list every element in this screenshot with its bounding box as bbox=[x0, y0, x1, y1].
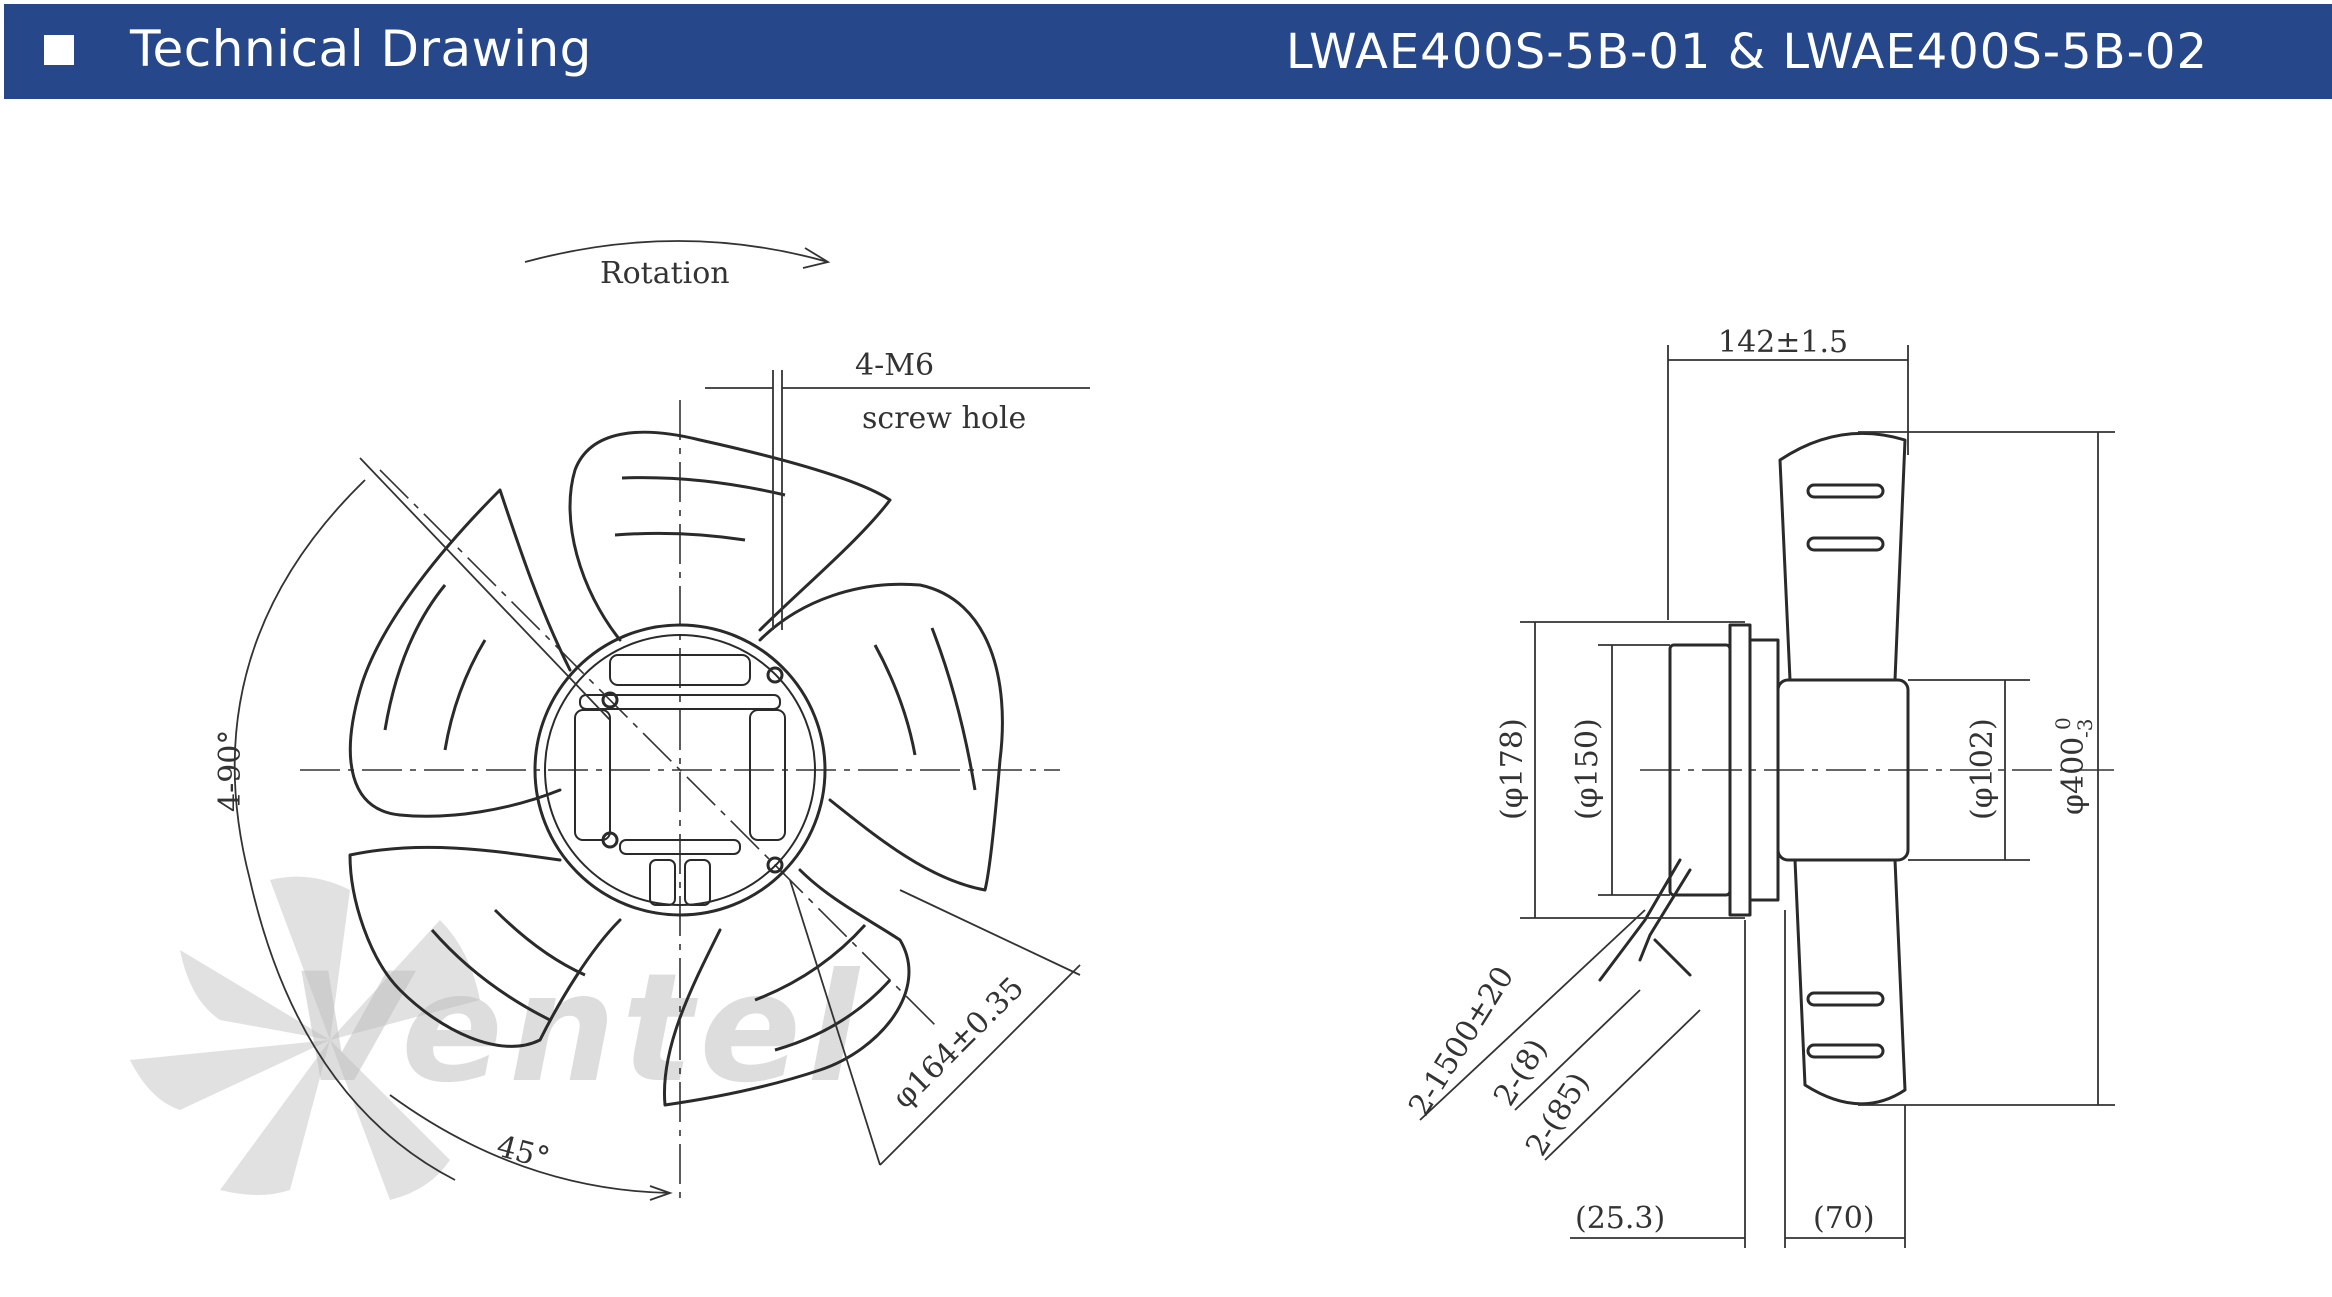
side-slot bbox=[1806, 1043, 1885, 1059]
rotation-arrowhead bbox=[802, 247, 831, 269]
blade-top bbox=[568, 430, 892, 642]
cable-gland-left bbox=[649, 859, 676, 906]
d150-label: (φ150) bbox=[1570, 718, 1605, 820]
side-blade-bottom bbox=[1793, 858, 1907, 1106]
slot bbox=[621, 476, 786, 497]
cable-dim-1 bbox=[1419, 909, 1646, 1121]
screw-hole-1 bbox=[601, 691, 619, 709]
dim-70-label: (70) bbox=[1813, 1201, 1875, 1236]
page-title: Technical Drawing bbox=[130, 20, 592, 78]
screw-hole-callout: 4-M6 screw hole bbox=[705, 348, 1090, 630]
bottom-dimensions: (25.3) (70) bbox=[1570, 910, 1906, 1248]
d150-dimension: (φ150) bbox=[1570, 644, 1670, 896]
rotation-indicator: Rotation bbox=[524, 240, 831, 291]
width-142-label: 142±1.5 bbox=[1718, 325, 1848, 360]
slot bbox=[930, 627, 977, 791]
slot bbox=[430, 929, 551, 1022]
d178-label: (φ178) bbox=[1495, 718, 1530, 820]
hub-fins-left bbox=[574, 709, 611, 841]
dim-253-label: (25.3) bbox=[1575, 1201, 1665, 1236]
cable-dim-2 bbox=[1514, 989, 1641, 1111]
d102-label: (φ102) bbox=[1965, 718, 2000, 820]
d400-tol-upper: 0 bbox=[2051, 717, 2075, 730]
cable-line-3 bbox=[1653, 938, 1692, 977]
screw-hole-3 bbox=[766, 856, 784, 874]
blade-left bbox=[348, 488, 572, 818]
angle-90-arc bbox=[233, 479, 456, 1181]
side-blade-top bbox=[1778, 431, 1907, 682]
hub-fins-top-2 bbox=[579, 694, 781, 710]
watermark-fan-logo bbox=[130, 876, 480, 1200]
slot bbox=[774, 978, 892, 1052]
d178-dimension: (φ178) bbox=[1495, 621, 1745, 919]
width-142-dimension: 142±1.5 bbox=[1667, 325, 1909, 620]
d102-dimension: (φ102) bbox=[1908, 679, 2030, 861]
watermark-text: Ventel bbox=[290, 942, 865, 1116]
d164-ext-line-2 bbox=[899, 889, 1081, 976]
angle-90-label: 4-90° bbox=[213, 730, 248, 812]
hub-inner-ring bbox=[544, 634, 816, 906]
angle-90-dimension: 4-90° bbox=[213, 457, 611, 1181]
model-number: LWAE400S-5B-01 & LWAE400S-5B-02 bbox=[1285, 24, 2208, 80]
d164-dim-line bbox=[879, 964, 1081, 1166]
blade-slots bbox=[383, 476, 977, 1052]
side-slot bbox=[1806, 483, 1885, 499]
side-motor-body bbox=[1668, 623, 1910, 917]
slot bbox=[614, 531, 746, 542]
front-diagonal-centerline bbox=[379, 469, 941, 1031]
d400-tol-lower: -3 bbox=[2073, 719, 2097, 738]
cable-dim-3 bbox=[1544, 1009, 1701, 1161]
rotation-label: Rotation bbox=[600, 256, 730, 291]
diameter-164-label: φ164±0.35 bbox=[886, 971, 1031, 1116]
rotation-arc bbox=[524, 240, 829, 263]
motor-hub bbox=[533, 623, 827, 917]
hub-outer-ring bbox=[533, 623, 827, 917]
side-blade bbox=[1778, 431, 1907, 1106]
side-cable bbox=[1598, 858, 1692, 982]
title-bar: Technical Drawing LWAE400S-5B-01 & LWAE4… bbox=[4, 4, 2332, 99]
angle-45-arc bbox=[389, 1094, 671, 1194]
angle-90-ext-line bbox=[359, 457, 611, 721]
cable-strip-label: 2-(8) bbox=[1487, 1033, 1555, 1112]
hub-fins-right bbox=[749, 709, 786, 841]
slot bbox=[443, 639, 487, 751]
hub-fins-bottom bbox=[619, 839, 741, 855]
cable-line-1 bbox=[1598, 858, 1682, 982]
screw-hole-label: screw hole bbox=[862, 401, 1026, 436]
blade-right bbox=[758, 582, 1004, 892]
angle-45-arrowhead bbox=[649, 1185, 673, 1201]
screw-hole-2 bbox=[766, 666, 784, 684]
screw-hole-4 bbox=[601, 831, 619, 849]
hub-fins-top bbox=[609, 654, 751, 686]
cable-dimensions: 2-1500±20 2-(8) 2-(85) bbox=[1402, 909, 1701, 1162]
slot bbox=[383, 584, 447, 731]
blade-bottom-right bbox=[662, 868, 911, 1107]
fan-blades bbox=[348, 430, 1004, 1107]
cable-gland-right bbox=[684, 859, 711, 906]
side-view: 142±1.5 (φ178) (φ150) (φ102) bbox=[1402, 325, 2120, 1248]
blade-bottom-left bbox=[348, 845, 622, 1048]
screw-size-label: 4-M6 bbox=[855, 348, 934, 383]
d400-label: φ400 bbox=[2056, 737, 2091, 815]
ventel-watermark: Ventel bbox=[130, 876, 865, 1200]
side-slot bbox=[1806, 536, 1885, 552]
slot bbox=[493, 908, 586, 977]
cable-line-2 bbox=[1638, 868, 1692, 962]
motor-front-hub bbox=[1776, 678, 1910, 862]
square-bullet-icon bbox=[44, 35, 74, 65]
angle-45-label: 45° bbox=[493, 1129, 553, 1177]
slot bbox=[873, 644, 917, 756]
d400-dimension: φ400 0 -3 bbox=[1858, 431, 2115, 1106]
slot bbox=[754, 923, 867, 1002]
d164-ext-line bbox=[789, 879, 881, 1166]
side-slot bbox=[1806, 991, 1885, 1007]
